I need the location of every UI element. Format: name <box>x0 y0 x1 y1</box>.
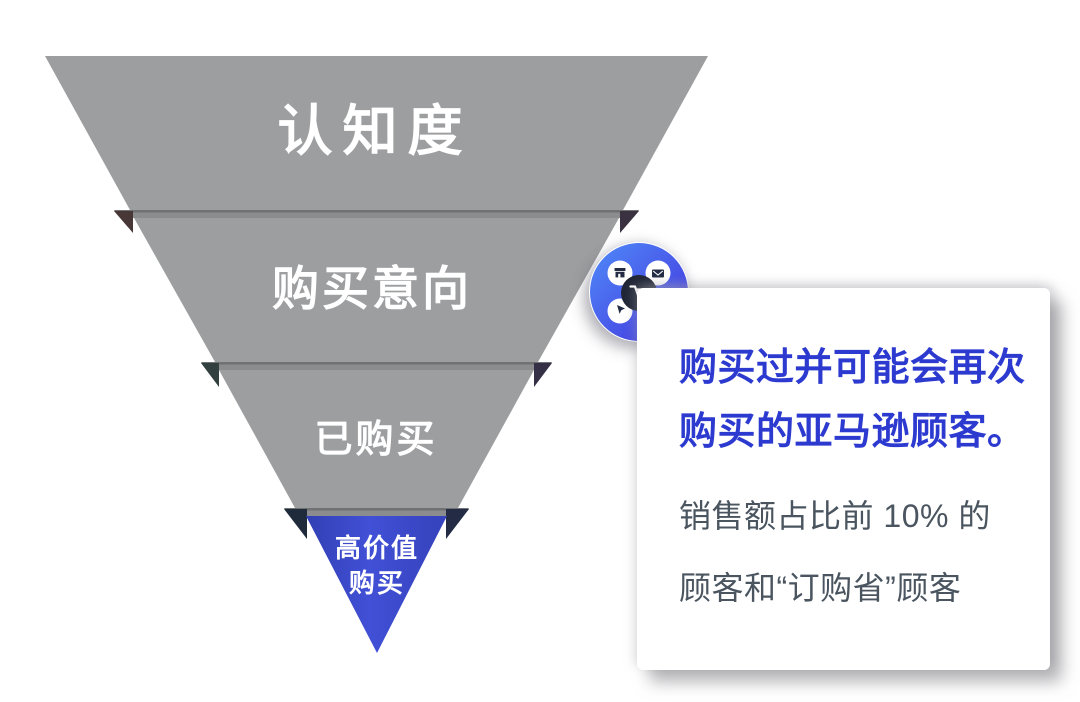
funnel-notch-1-right <box>620 211 639 233</box>
card-heading-line2: 购买的亚马逊顾客。 <box>679 411 1026 453</box>
funnel-notch-3-left <box>284 509 307 539</box>
funnel-junction-2-edge <box>201 362 552 365</box>
store-icon <box>614 268 626 278</box>
marketing-funnel: 认知度 购买意向 已购买 高价值 购买 <box>45 56 708 653</box>
funnel-stage-intent-label: 购买意向 <box>272 262 472 315</box>
card-heading-line1: 购买过并可能会再次 <box>679 347 1026 389</box>
card-body-line2: 顾客和“订购省”顾客 <box>679 570 962 606</box>
funnel-notch-2-right <box>534 363 552 387</box>
funnel-stage-purchased-label: 已购买 <box>314 419 437 461</box>
mail-icon <box>652 269 664 278</box>
cursor-icon <box>617 305 625 314</box>
funnel-stage-highvalue-label-line2: 购买 <box>349 568 405 598</box>
funnel-junction-1-edge <box>114 210 639 213</box>
info-card: 购买过并可能会再次 购买的亚马逊顾客。 销售额占比前 10% 的 顾客和“订购省… <box>637 288 1050 670</box>
funnel-stage-awareness-shape <box>45 56 708 210</box>
funnel-notch-2-left <box>201 363 219 387</box>
funnel-stage-highvalue-label-line1: 高价值 <box>335 533 419 563</box>
funnel-stage-purchased-shape <box>219 370 534 508</box>
funnel-stage-highvalue-shape <box>306 516 447 653</box>
card-body-line1: 销售额占比前 10% 的 <box>679 498 991 534</box>
funnel-notch-3-right <box>446 509 469 539</box>
funnel-notch-1-left <box>114 211 133 233</box>
funnel-junction-3-edge <box>284 508 469 511</box>
funnel-stage-intent-shape <box>134 218 619 362</box>
funnel-stage-awareness-label: 认知度 <box>277 100 472 162</box>
